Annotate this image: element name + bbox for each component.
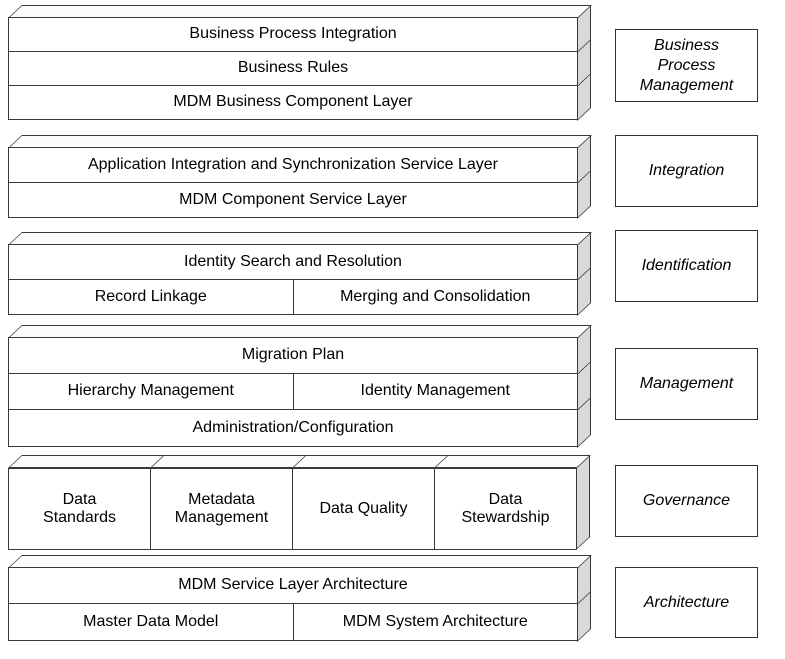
layer-label: Master Data Model	[83, 612, 219, 630]
layer-label: Data Standards	[43, 490, 116, 526]
layer-label: Administration/Configuration	[192, 418, 394, 436]
layer-identity-search-and-resolution: Identity Search and Resolution	[8, 244, 578, 280]
layer-label: MDM System Architecture	[342, 612, 528, 630]
category-business-process-management: Business Process Management	[615, 29, 758, 102]
box-side-face	[576, 454, 590, 550]
category-label: Integration	[648, 162, 725, 179]
layer-mdm-system-architecture: MDM System Architecture	[292, 603, 578, 641]
category-integration: Integration	[615, 135, 758, 207]
layer-label: Business Rules	[237, 59, 349, 77]
layer-mdm-component-service-layer: MDM Component Service Layer	[8, 182, 578, 218]
category-architecture: Architecture	[615, 567, 758, 638]
layer-label: Data Stewardship	[461, 490, 550, 526]
stack-business-process-management: Business Process Integration Business Ru…	[8, 4, 592, 121]
layer-label: Metadata Management	[174, 490, 269, 526]
layer-business-process-integration: Business Process Integration	[8, 17, 578, 52]
layer-label: Migration Plan	[241, 346, 345, 364]
layer-label: MDM Business Component Layer	[173, 93, 413, 111]
layer-administration-configuration: Administration/Configuration	[8, 409, 578, 447]
layer-application-integration-sync-service: Application Integration and Synchronizat…	[8, 147, 578, 183]
layer-migration-plan: Migration Plan	[8, 337, 578, 374]
category-label: Management	[639, 375, 734, 392]
box-data-standards: Data Standards	[8, 455, 165, 550]
category-identification: Identification	[615, 230, 758, 302]
box-top-face	[150, 455, 307, 468]
layer-merging-and-consolidation: Merging and Consolidation	[292, 279, 578, 315]
box-top-face	[434, 455, 591, 468]
layer-business-rules: Business Rules	[8, 51, 578, 86]
layer-label: Data Quality	[319, 499, 408, 517]
category-label: Business Process Management	[639, 36, 734, 94]
layer-mdm-service-layer-architecture: MDM Service Layer Architecture	[8, 567, 578, 604]
layer-label: MDM Component Service Layer	[179, 190, 407, 208]
stack-identification: Identity Search and Resolution Record Li…	[8, 231, 592, 316]
layer-label: Record Linkage	[94, 287, 207, 305]
layer-label: Application Integration and Synchronizat…	[87, 155, 499, 173]
layer-label: Business Process Integration	[189, 25, 397, 43]
layer-record-linkage: Record Linkage	[8, 279, 294, 315]
layer-mdm-business-component-layer: MDM Business Component Layer	[8, 85, 578, 120]
box-top-face	[8, 455, 165, 468]
box-top-face	[292, 455, 449, 468]
layer-hierarchy-management: Hierarchy Management	[8, 373, 294, 410]
layer-master-data-model: Master Data Model	[8, 603, 294, 641]
stack-integration: Application Integration and Synchronizat…	[8, 134, 592, 219]
category-label: Governance	[642, 492, 731, 509]
box-data-quality: Data Quality	[292, 455, 449, 550]
category-label: Identification	[641, 257, 732, 274]
layer-label: Merging and Consolidation	[340, 287, 531, 305]
layer-label: MDM Service Layer Architecture	[178, 576, 408, 594]
stack-architecture: MDM Service Layer Architecture Master Da…	[8, 554, 592, 642]
box-metadata-management: Metadata Management	[150, 455, 307, 550]
category-label: Architecture	[643, 593, 730, 611]
stack-management: Migration Plan Hierarchy Management Iden…	[8, 324, 592, 448]
category-management: Management	[615, 348, 758, 420]
box-data-stewardship: Data Stewardship	[434, 454, 591, 550]
stack-governance: Data Standards Metadata Management Data …	[8, 454, 591, 550]
layer-label: Identity Management	[360, 382, 510, 400]
layer-label: Identity Search and Resolution	[184, 252, 402, 270]
layer-label: Hierarchy Management	[67, 382, 234, 400]
category-governance: Governance	[615, 465, 758, 537]
layer-identity-management: Identity Management	[292, 373, 578, 410]
